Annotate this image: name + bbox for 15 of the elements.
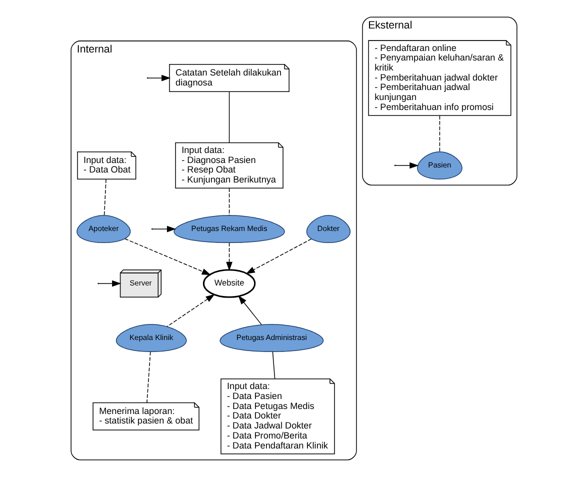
node-ellipse: Website bbox=[202, 269, 256, 298]
connector bbox=[228, 91, 230, 143]
connector bbox=[438, 115, 440, 152]
arrow bbox=[146, 74, 170, 82]
arrow bbox=[394, 162, 418, 169]
connector bbox=[103, 179, 106, 216]
arrow bbox=[124, 238, 210, 276]
connector bbox=[146, 351, 150, 403]
arrow bbox=[238, 295, 262, 325]
arrow bbox=[226, 242, 232, 271]
connector bbox=[228, 188, 230, 216]
arrow bbox=[245, 238, 312, 274]
arrow bbox=[166, 294, 214, 327]
arrow bbox=[152, 226, 176, 232]
connector bbox=[272, 351, 275, 380]
